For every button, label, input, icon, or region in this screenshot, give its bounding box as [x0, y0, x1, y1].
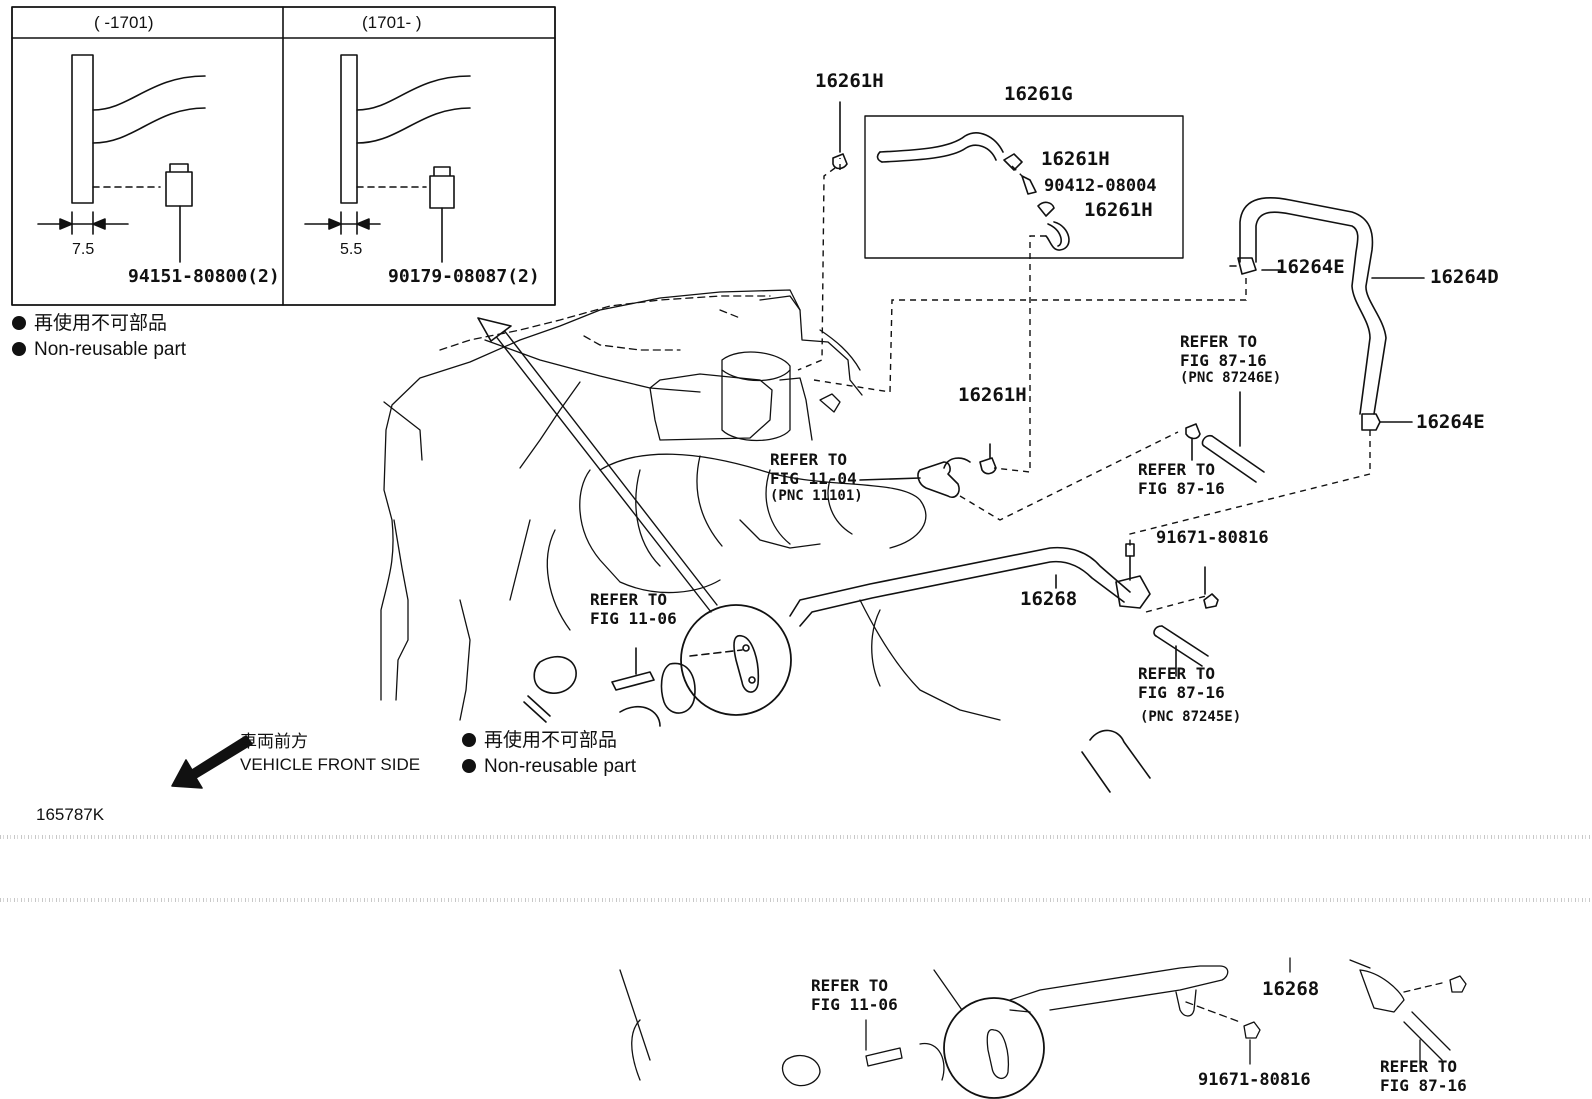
non-reusable-dot-icon — [462, 733, 476, 747]
part-91671-80816[interactable]: 91671-80816 — [1156, 528, 1269, 548]
refer-fig-11-06[interactable]: REFER TO FIG 11-06 — [590, 590, 677, 628]
hose-kit-box — [864, 115, 1184, 259]
inset-right-dimension: 5.5 — [340, 241, 363, 258]
part-91671-80816-bottom[interactable]: 91671-80816 — [1198, 1070, 1311, 1090]
refer-pnc-87246e: (PNC 87246E) — [1180, 370, 1282, 386]
legend-top-en: Non-reusable part — [12, 340, 186, 359]
illustration-id: 165787K — [36, 805, 105, 824]
legend-bottom-en: Non-reusable part — [462, 757, 636, 776]
non-reusable-dot-icon — [462, 759, 476, 773]
refer-fig-11-04[interactable]: REFER TO FIG 11-04 — [770, 450, 857, 488]
pipe-16268 — [789, 543, 1219, 677]
inset-left-part-number: 94151-80800(2) — [128, 266, 280, 287]
legend-top-jp: 再使用不可部品 — [12, 314, 167, 333]
non-reusable-dot-icon — [12, 316, 26, 330]
refer-pnc-11101: (PNC 11101) — [770, 488, 863, 504]
refer-fig-87-16-lower[interactable]: REFER TO FIG 87-16 — [1138, 664, 1225, 702]
part-16264E-lower[interactable]: 16264E — [1416, 411, 1485, 433]
inset-left-dimension: 7.5 — [72, 241, 95, 258]
part-16261H-middle[interactable]: 16261H — [958, 384, 1027, 406]
hose-16264D — [1229, 197, 1425, 431]
inset-detail-box — [11, 6, 556, 306]
part-16268[interactable]: 16268 — [1020, 588, 1078, 610]
part-16261G[interactable]: 16261G — [1004, 83, 1073, 105]
part-16264E-upper[interactable]: 16264E — [1276, 256, 1345, 278]
refer-fig-87-16-upper[interactable]: REFER TO FIG 87-16 — [1180, 332, 1267, 370]
engine-outline — [380, 289, 1001, 721]
legend-bottom-jp: 再使用不可部品 — [462, 731, 617, 750]
part-16268-bottom[interactable]: 16268 — [1262, 978, 1320, 1000]
refer-pnc-87245e: (PNC 87245E) — [1140, 709, 1242, 725]
scan-divider-upper — [0, 835, 1592, 839]
part-16264D[interactable]: 16264D — [1430, 266, 1499, 288]
vehicle-front-en: VEHICLE FRONT SIDE — [240, 755, 421, 774]
non-reusable-dot-icon — [12, 342, 26, 356]
part-16261H-box-upper[interactable]: 16261H — [1041, 148, 1110, 170]
part-90412-08004[interactable]: 90412-08004 — [1044, 176, 1157, 196]
refer-fig-11-06-bottom[interactable]: REFER TO FIG 11-06 — [811, 976, 898, 1014]
bottom-detail-repeat — [619, 957, 1467, 1099]
refer-fig-87-16-middle[interactable]: REFER TO FIG 87-16 — [1138, 460, 1225, 498]
inset-left-header: ( -1701) — [94, 13, 154, 32]
part-16261H-box-lower[interactable]: 16261H — [1084, 199, 1153, 221]
inset-right-part-number: 90179-08087(2) — [388, 266, 540, 287]
scan-divider-lower — [0, 898, 1592, 902]
vehicle-front-jp: 車両前方 — [240, 732, 308, 751]
inset-pointer-arrow — [477, 317, 718, 613]
vehicle-front-arrow — [171, 735, 253, 789]
part-16261H-top[interactable]: 16261H — [815, 70, 884, 92]
inset-right-header: (1701- ) — [362, 13, 422, 32]
refer-fig-87-16-bottom[interactable]: REFER TO FIG 87-16 — [1380, 1057, 1467, 1095]
